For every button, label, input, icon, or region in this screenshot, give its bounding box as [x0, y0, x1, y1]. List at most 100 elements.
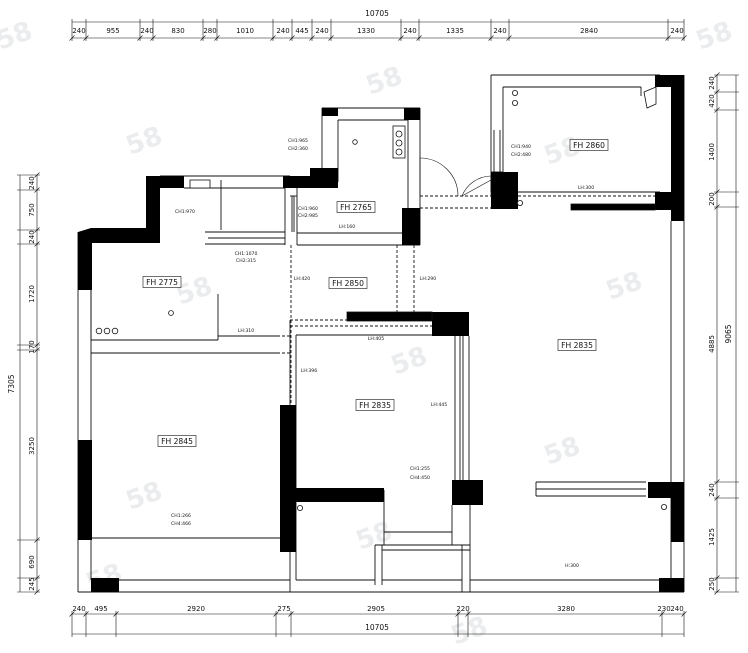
top-dimension-label: 240: [72, 27, 85, 35]
annotation-text: CH1:940: [511, 144, 531, 150]
bottom-dimension-label: 240: [670, 605, 683, 613]
room-label: FH 2845: [157, 435, 197, 447]
bottom-dimension-label: 220: [456, 605, 469, 613]
watermark: 58: [540, 131, 584, 172]
annotation-text: LH:300: [578, 185, 594, 191]
top-dimension-label: 280: [203, 27, 216, 35]
annotation-text: LH:445: [431, 402, 447, 408]
right-dimension-label: 1425: [708, 528, 716, 546]
left-dimension-label: 170: [28, 340, 36, 353]
bathtub-fixture: [189, 179, 211, 189]
annotation-text: H:300: [565, 563, 579, 569]
top-dimension-label: 240: [670, 27, 683, 35]
left-dimension-label: 245: [28, 577, 36, 590]
left-dimension-label: 690: [28, 555, 36, 568]
right-dimension-label: 420: [708, 94, 716, 107]
annotation-text: CH1:255: [410, 466, 430, 472]
top-dimension-label: 830: [171, 27, 184, 35]
wall-outlines: [77, 74, 685, 593]
annotation-text: LH:290: [420, 276, 436, 282]
annotation-text: CH2:480: [511, 152, 531, 158]
left-dimension-label: 750: [28, 203, 36, 216]
stove-burner-2: [395, 139, 403, 147]
top-total-dimension: 10705: [365, 9, 389, 18]
room-label: FH 2835: [557, 339, 597, 351]
sink-circle-1: [95, 327, 103, 335]
annotation-text: LH:420: [294, 276, 310, 282]
left-dimension-label: 3250: [28, 437, 36, 455]
room-label: FH 2835: [355, 399, 395, 411]
room-label: FH 2775: [142, 276, 182, 288]
room-label-text: FH 2775: [146, 278, 178, 287]
left-total-dimension: 7305: [7, 374, 16, 393]
room-label: FH 2860: [569, 139, 609, 151]
room-label-text: FH 2835: [561, 341, 593, 350]
kitchen-sink: [352, 139, 358, 145]
top-dimension-label: 1330: [357, 27, 375, 35]
annotation-text: LH:160: [339, 224, 355, 230]
top-dimension-label: 240: [493, 27, 506, 35]
room-label-text: FH 2765: [340, 203, 372, 212]
room-label-text: FH 2850: [332, 279, 364, 288]
watermark: 58: [540, 431, 584, 472]
toilet-fixture: [168, 310, 174, 316]
annotation-text: LH:310: [238, 328, 254, 334]
bottom-dimension-label: 2905: [367, 605, 385, 613]
annotation-text: CH1:266: [171, 513, 191, 519]
annotation-text: CH2:315: [236, 258, 256, 264]
annotation-text: CH1:960: [298, 206, 318, 212]
room-label-text: FH 2845: [161, 437, 193, 446]
annotation-text: CH4:450: [410, 475, 430, 481]
watermark: 58: [352, 516, 396, 557]
room-label-text: FH 2835: [359, 401, 391, 410]
left-dimension-label: 1720: [28, 285, 36, 303]
right-dimension-label: 4885: [708, 335, 716, 353]
annotation-text: CH2:360: [288, 146, 308, 152]
room-label: FH 2765: [336, 201, 376, 213]
watermark: 58: [447, 611, 491, 652]
right-dimension-label: 250: [708, 577, 716, 590]
watermark: 58: [602, 266, 646, 307]
room-label: FH 2850: [328, 277, 368, 289]
annotation-text: LH:405: [368, 336, 384, 342]
annotation-text: CH1:970: [175, 209, 195, 215]
watermark-layer: 58585858585858585858585858: [0, 16, 736, 652]
top-dimension-label: 1010: [236, 27, 254, 35]
mid-counter: [346, 311, 433, 322]
watermark: 58: [387, 341, 431, 382]
solid-walls: [78, 75, 684, 592]
door-swings: [419, 157, 492, 197]
shelf-strip: [570, 203, 656, 211]
right-dimension-label: 200: [708, 192, 716, 205]
top-dimension-label: 240: [403, 27, 416, 35]
annotation-text: CH2:985: [298, 213, 318, 219]
bottom-dimension-label: 275: [277, 605, 290, 613]
bottom-dimension-label: 2920: [187, 605, 205, 613]
left-dimension-label: 240: [28, 230, 36, 243]
tall-unit-fixture: [517, 199, 524, 206]
room-labels: FH 2775 FH 2765 FH 2850 FH 2860 FH 2835 FH 28…: [142, 139, 609, 447]
bottom-dimension-label: 3280: [557, 605, 575, 613]
top-dimension-label: 240: [140, 27, 153, 35]
right-dimension-label: 240: [708, 483, 716, 496]
top-dimension-label: 445: [295, 27, 308, 35]
wardrobe-corner: [643, 86, 657, 109]
watermark: 58: [362, 61, 406, 102]
annotation-text: CH1:1070: [235, 251, 258, 257]
bottom-dimension-label: 240: [72, 605, 85, 613]
annotation-text: CH1:965: [288, 138, 308, 144]
bottom-dimension-label: 230: [657, 605, 670, 613]
stove-burner-1: [395, 130, 403, 138]
bottom-dimension-label: 495: [94, 605, 107, 613]
sink-circle-2: [103, 327, 111, 335]
top-dimension-label: 240: [276, 27, 289, 35]
sink-circle-3: [111, 327, 119, 335]
mid-bath-fixture: [296, 504, 303, 511]
annotation-text: CH4:466: [171, 521, 191, 527]
stove-burner-3: [395, 148, 403, 156]
bottom-total-dimension: 10705: [365, 623, 389, 632]
right-dimension-label: 240: [708, 76, 716, 89]
